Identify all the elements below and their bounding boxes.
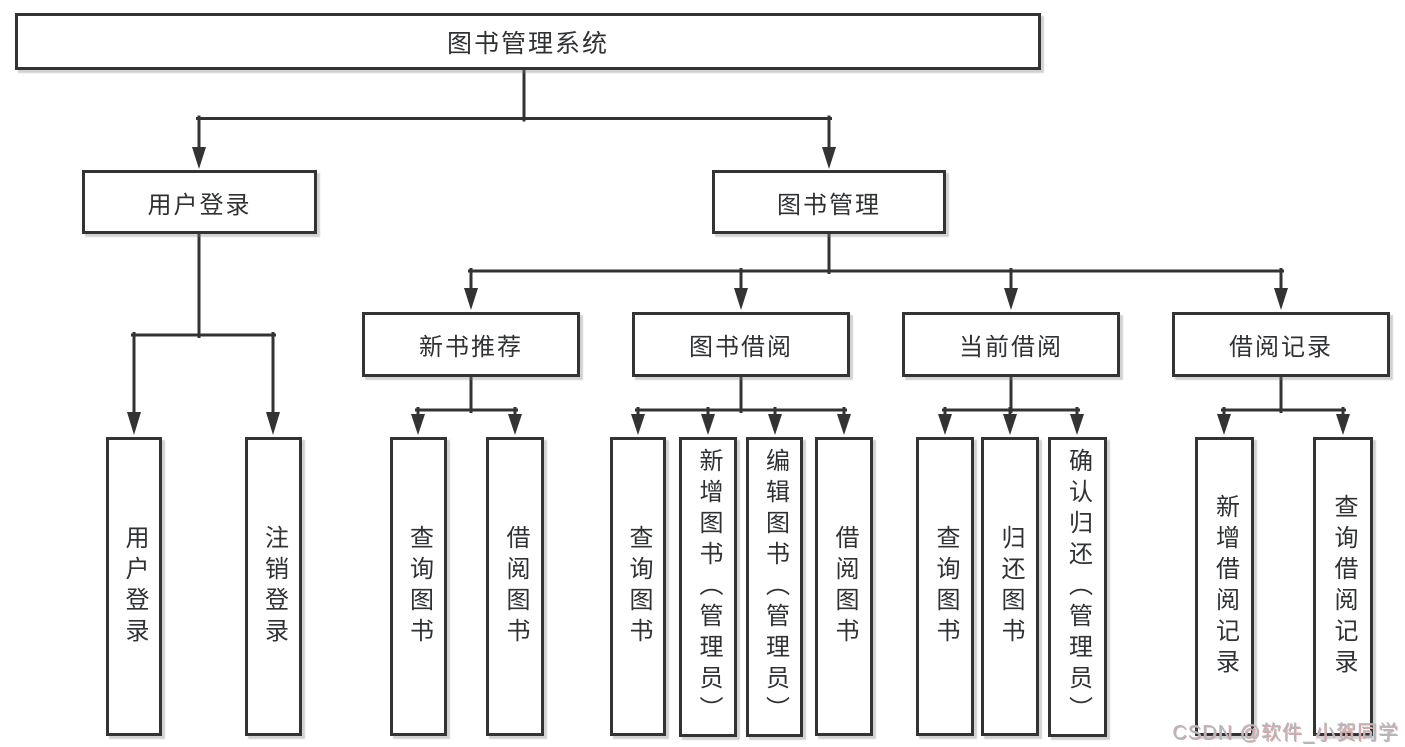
leaf-logout-login-label: 注销登录 xyxy=(260,524,288,649)
csdn-watermark: CSDN @软件_小贺同学 xyxy=(1172,722,1399,744)
leaf-bb-edit-books-admin: 编辑图书（管理员） xyxy=(746,437,803,737)
leaf-cb-query-books: 查询图书 xyxy=(916,437,974,736)
node-book-borrowing-label: 图书借阅 xyxy=(689,334,793,361)
connector-user-login-children xyxy=(127,231,280,435)
node-user-login-label: 用户登录 xyxy=(147,191,252,219)
leaf-cb-return-books: 归还图书 xyxy=(981,437,1039,736)
node-borrowing-records: 借阅记录 xyxy=(1172,312,1390,377)
node-book-borrowing: 图书借阅 xyxy=(632,312,850,377)
node-borrowing-records-label: 借阅记录 xyxy=(1229,334,1333,361)
leaf-cb-confirm-return-admin-label: 确认归还（管理员） xyxy=(1064,447,1092,727)
node-new-book-recommend: 新书推荐 xyxy=(362,312,580,377)
leaf-bb-query-books: 查询图书 xyxy=(610,437,666,736)
node-current-borrowing: 当前借阅 xyxy=(902,312,1120,377)
leaf-bb-borrow-books-label: 借阅图书 xyxy=(831,524,858,649)
leaf-br-add-record-label: 新增借阅记录 xyxy=(1211,493,1239,680)
leaf-logout-login: 注销登录 xyxy=(245,437,302,736)
leaf-br-add-record: 新增借阅记录 xyxy=(1195,437,1254,736)
leaf-br-query-record-label: 查询借阅记录 xyxy=(1330,493,1357,680)
leaf-cb-confirm-return-admin: 确认归还（管理员） xyxy=(1048,437,1107,737)
leaf-nb-borrow-books: 借阅图书 xyxy=(486,437,544,736)
node-new-book-recommend-label: 新书推荐 xyxy=(419,334,523,361)
node-book-management: 图书管理 xyxy=(712,170,946,234)
connector-book-management-children xyxy=(464,231,1288,310)
connector-borrowing-records-children xyxy=(1217,374,1350,435)
node-root: 图书管理系统 xyxy=(15,13,1041,70)
leaf-nb-query-books: 查询图书 xyxy=(390,437,447,736)
leaf-nb-borrow-books-label: 借阅图书 xyxy=(502,524,529,649)
leaf-bb-borrow-books: 借阅图书 xyxy=(815,437,873,736)
leaf-bb-add-books-admin-label: 新增图书（管理员） xyxy=(695,447,722,727)
connector-current-borrowing-children xyxy=(938,374,1084,435)
node-user-login: 用户登录 xyxy=(82,170,317,234)
node-root-label: 图书管理系统 xyxy=(446,29,609,58)
connector-root-to-level2 xyxy=(192,67,836,169)
leaf-br-query-record: 查询借阅记录 xyxy=(1313,437,1373,736)
leaf-bb-query-books-label: 查询图书 xyxy=(625,524,652,649)
leaf-cb-return-books-label: 归还图书 xyxy=(997,524,1024,649)
leaf-user-login-label: 用户登录 xyxy=(121,524,148,649)
node-book-management-label: 图书管理 xyxy=(777,191,881,219)
leaf-user-login: 用户登录 xyxy=(106,437,162,736)
leaf-cb-query-books-label: 查询图书 xyxy=(932,524,959,649)
connector-new-book-recommend-children xyxy=(411,374,522,435)
node-current-borrowing-label: 当前借阅 xyxy=(959,334,1063,361)
leaf-bb-edit-books-admin-label: 编辑图书（管理员） xyxy=(761,447,789,727)
leaf-bb-add-books-admin: 新增图书（管理员） xyxy=(679,437,737,737)
leaf-nb-query-books-label: 查询图书 xyxy=(405,524,433,649)
connector-book-borrowing-children xyxy=(631,374,851,435)
